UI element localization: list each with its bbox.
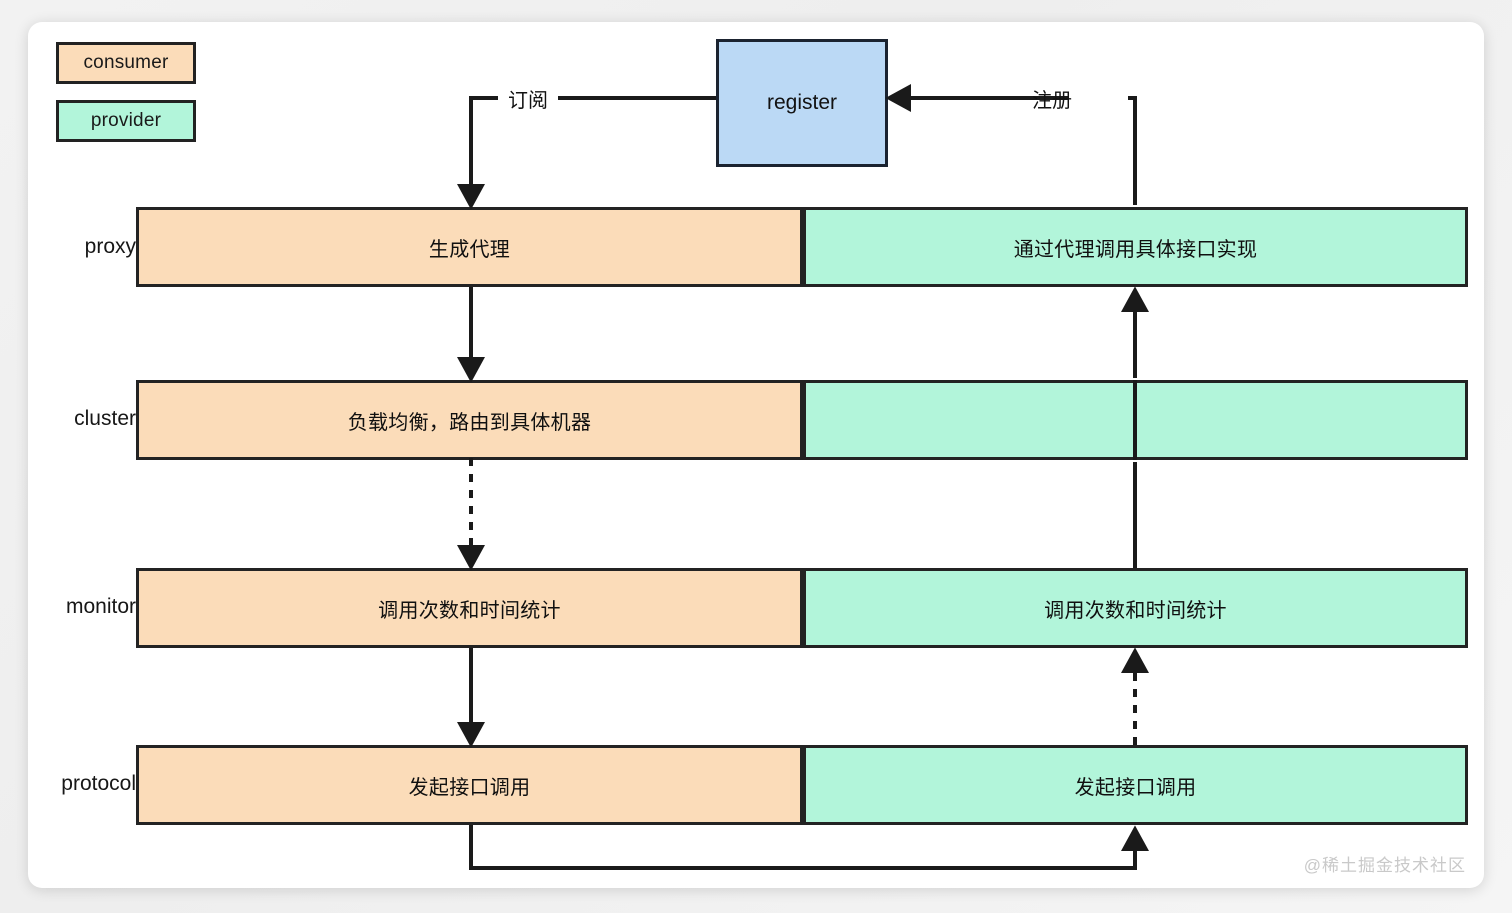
edge-subscribe-to-proxy	[457, 96, 498, 210]
lane-protocol-provider-text: 发起接口调用	[1074, 776, 1197, 799]
register-node-label: register	[766, 91, 838, 114]
lane-cluster-consumer-text: 负载均衡，路由到具体机器	[347, 411, 592, 434]
lane-proxy-consumer: 生成代理	[136, 207, 803, 287]
lane-proxy-provider-text: 通过代理调用具体接口实现	[1013, 238, 1258, 261]
lane-cluster-consumer: 负载均衡，路由到具体机器	[136, 380, 803, 460]
lane-protocol-provider: 发起接口调用	[803, 745, 1468, 825]
row-label-cluster: cluster	[74, 407, 136, 430]
watermark: @稀土掘金技术社区	[1303, 856, 1466, 875]
row-label-monitor: monitor	[65, 595, 136, 618]
register-node: register	[716, 39, 888, 167]
legend-item-provider: provider	[56, 100, 196, 142]
legend-label-consumer: consumer	[83, 52, 169, 73]
edge-consumer-to-provider-protocol	[469, 825, 1149, 870]
lane-monitor-provider-text: 调用次数和时间统计	[1044, 599, 1227, 622]
lane-cluster-provider	[803, 380, 1468, 460]
row-label-proxy: proxy	[84, 235, 136, 258]
edge-label-subscribe: 订阅	[508, 90, 548, 112]
lane-proxy-consumer-text: 生成代理	[428, 238, 511, 261]
row-label-protocol: protocol	[61, 772, 136, 795]
lane-proxy-provider: 通过代理调用具体接口实现	[803, 207, 1468, 287]
lane-monitor-provider: 调用次数和时间统计	[803, 568, 1468, 648]
legend-label-provider: provider	[90, 110, 162, 131]
lane-monitor-consumer: 调用次数和时间统计	[136, 568, 803, 648]
lane-monitor-consumer-text: 调用次数和时间统计	[378, 599, 561, 622]
lane-protocol-consumer: 发起接口调用	[136, 745, 803, 825]
legend-item-consumer: consumer	[56, 42, 196, 84]
edge-label-register: 注册	[1032, 90, 1072, 112]
edge-register-riser	[1128, 96, 1137, 205]
lane-protocol-consumer-text: 发起接口调用	[408, 776, 531, 799]
diagram-card: consumer provider register proxy cluster…	[28, 22, 1484, 888]
